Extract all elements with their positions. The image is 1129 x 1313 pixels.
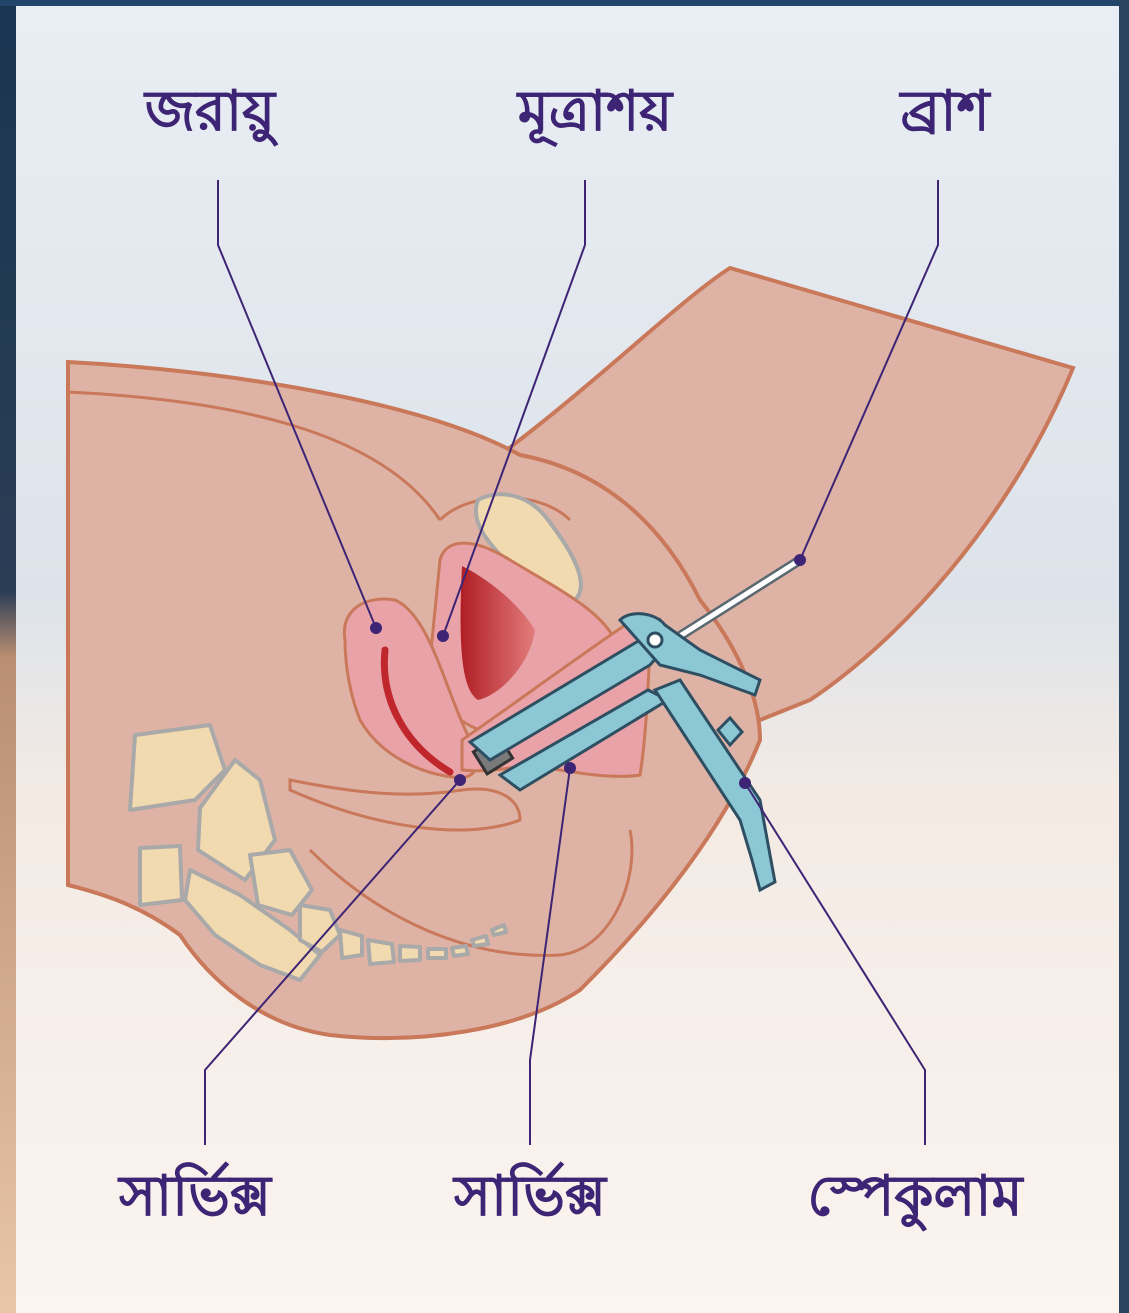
cervix-label-middle: সার্ভিক্স	[410, 1165, 650, 1229]
background-top-edge	[0, 0, 1129, 6]
speculum-screw	[648, 633, 662, 647]
background-right-edge	[1119, 0, 1129, 1313]
brush-label: ব্রাশ	[860, 80, 1030, 144]
leader-dot-uterus	[370, 622, 382, 634]
background-left-edge	[0, 0, 16, 1313]
speculum-label: স্পেকুলাম	[755, 1165, 1075, 1229]
leader-dot-cervix-left	[454, 774, 466, 786]
leader-dot-brush	[794, 554, 806, 566]
bladder-label: মূত্রাশয়	[480, 80, 710, 144]
cervix-label-left: সার্ভিক্স	[75, 1165, 315, 1229]
leader-dot-bladder	[437, 630, 449, 642]
leader-dot-cervix-middle	[564, 762, 576, 774]
uterus-label: জরায়ু	[100, 80, 320, 144]
leader-dot-speculum	[739, 777, 751, 789]
